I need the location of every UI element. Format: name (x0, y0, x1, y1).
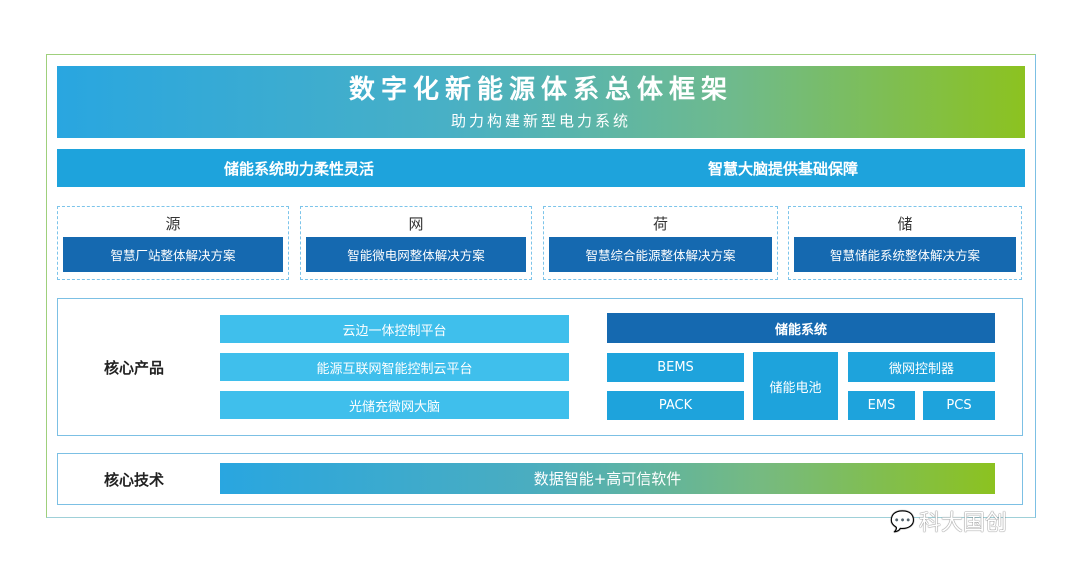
watermark: 💬 科大国创 (890, 505, 1007, 537)
page-title: 数字化新能源体系总体框架 (348, 75, 733, 105)
core-tech-section (57, 453, 1023, 505)
outer-frame (46, 54, 1036, 518)
segment-label: 网 (408, 215, 424, 233)
platform-item: 能源互联网智能控制云平台 (220, 353, 569, 381)
core-tech-label: 核心技术 (104, 471, 165, 489)
solution-box: 智慧厂站整体解决方案 (63, 237, 283, 272)
theme-right: 智慧大脑提供基础保障 (707, 159, 858, 178)
pcs-box: PCS (923, 391, 995, 420)
watermark-text: 科大国创 (918, 511, 1007, 536)
storage-system-header: 储能系统 (607, 313, 995, 343)
solution-box: 智慧综合能源整体解决方案 (549, 237, 772, 272)
battery-box: 储能电池 (753, 352, 838, 420)
wechat-icon: 💬 (890, 509, 915, 533)
segment-label: 源 (165, 215, 181, 233)
segment-grid: 网 智能微电网整体解决方案 (300, 206, 532, 280)
core-products-section (57, 298, 1023, 436)
microgrid-controller-box: 微网控制器 (848, 352, 995, 382)
segment-source: 源 智慧厂站整体解决方案 (57, 206, 289, 280)
platform-item: 光储充微网大脑 (220, 391, 569, 419)
theme-left: 储能系统助力柔性灵活 (223, 159, 374, 178)
pack-box: PACK (607, 391, 744, 420)
title-banner: 数字化新能源体系总体框架 助力构建新型电力系统 (57, 66, 1025, 138)
theme-bar: 储能系统助力柔性灵活 智慧大脑提供基础保障 (57, 149, 1025, 187)
segment-storage: 储 智慧储能系统整体解决方案 (788, 206, 1022, 280)
ems-box: EMS (848, 391, 915, 420)
platform-item: 云边一体控制平台 (220, 315, 569, 343)
core-products-label: 核心产品 (104, 359, 165, 377)
segment-label: 储 (897, 215, 913, 233)
bems-box: BEMS (607, 353, 744, 382)
segment-label: 荷 (652, 215, 668, 233)
solution-box: 智能微电网整体解决方案 (306, 237, 526, 272)
core-tech-bar: 数据智能+高可信软件 (220, 463, 995, 494)
segment-load: 荷 智慧综合能源整体解决方案 (543, 206, 778, 280)
solution-box: 智慧储能系统整体解决方案 (794, 237, 1016, 272)
page-subtitle: 助力构建新型电力系统 (450, 112, 631, 130)
